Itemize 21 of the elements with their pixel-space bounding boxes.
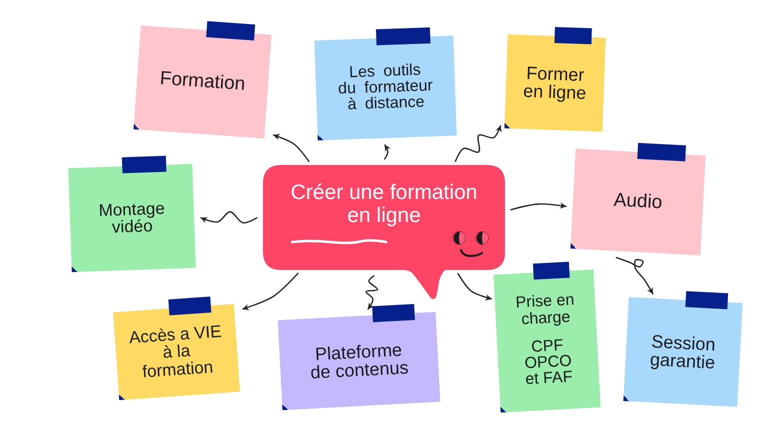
curved-arrow [616,256,654,294]
note-text: Session garantie [648,331,717,373]
curved-arrow [272,134,310,162]
note-text: Accès a VIE à la formation [127,322,224,382]
curved-arrow [454,125,502,162]
curved-arrow [510,202,567,210]
curved-arrow [384,144,391,160]
note-text: Prise en charge [514,292,576,329]
note-text: CPF OPCO et FAF [523,337,574,390]
note-text: Les outils du formateur à distance [336,62,434,114]
bubble-title: Créer une formation en ligne [290,181,478,228]
curved-arrow [242,272,299,310]
note-text: Audio [613,191,663,213]
note-text: Plateforme de contenus [308,340,410,382]
curved-arrow [365,275,378,310]
note-text: Montage vidéo [97,199,166,237]
note-text: Formation [159,69,246,95]
curved-arrow [200,211,258,224]
note-text: Former en ligne [522,63,588,103]
curved-arrow [457,272,492,301]
speech-bubble [263,165,505,301]
